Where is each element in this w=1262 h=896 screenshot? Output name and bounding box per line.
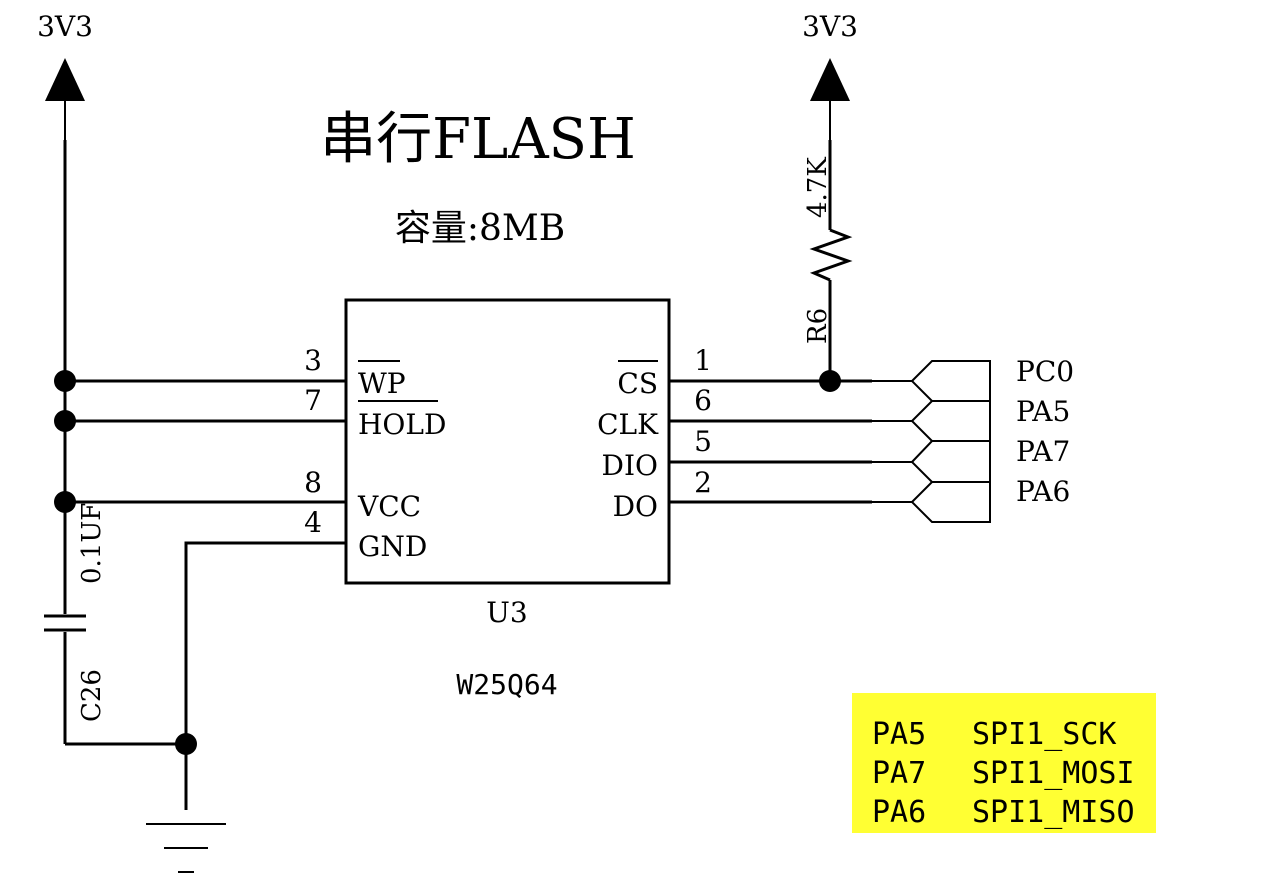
right-power-arrow [810, 58, 850, 101]
port-shape [910, 360, 991, 402]
pin-name: GND [358, 530, 427, 563]
left-power-arrow [45, 58, 85, 101]
spi-pin-note: PA5 SPI1_SCK PA7 SPI1_MOSI PA6 SPI1_MISO [852, 693, 1156, 833]
note-func: SPI1_MISO [972, 795, 1135, 830]
chip-body [344, 298, 671, 585]
chip-part: W25Q64 [456, 668, 557, 701]
capacitor-c26: 0.1UF C26 [44, 503, 186, 746]
pin-name: CLK [597, 408, 659, 441]
note-pin: PA7 [872, 756, 926, 791]
port-label: PC0 [1016, 355, 1074, 388]
pin-number: 7 [304, 384, 322, 417]
right-power-label: 3V3 [802, 10, 858, 43]
pin-name: CS [617, 367, 658, 400]
wire-gnd [184, 541, 346, 810]
right-power-symbol: 3V3 [802, 10, 858, 140]
pin-number: 5 [694, 425, 712, 458]
junction-dot [819, 370, 841, 392]
pin-name: DO [613, 490, 658, 523]
capacitor-value: 0.1UF [77, 503, 107, 584]
capacitor-ref: C26 [77, 669, 107, 722]
pin-number: 4 [304, 506, 322, 539]
ground-symbol [146, 823, 226, 873]
pin-name: VCC [357, 490, 421, 523]
note-pin: PA5 [872, 717, 926, 752]
pin-name: DIO [602, 449, 658, 482]
junction-dot [175, 733, 197, 755]
schematic-title: 串行FLASH [320, 107, 636, 172]
port-label: PA6 [1016, 475, 1070, 508]
left-power-label: 3V3 [37, 10, 93, 43]
pin-number: 6 [694, 384, 712, 417]
pin-number: 8 [304, 466, 322, 499]
pin-name: WP [358, 367, 406, 400]
note-func: SPI1_SCK [972, 717, 1117, 752]
port-shape [910, 481, 991, 523]
pin-number: 1 [694, 344, 712, 377]
pin-number: 2 [694, 466, 712, 499]
port-label: PA5 [1016, 395, 1070, 428]
left-power-symbol: 3V3 [37, 10, 93, 140]
junction-dot [54, 491, 76, 513]
note-pin: PA6 [872, 795, 926, 830]
resistor-r6: 4.7K R6 [803, 140, 853, 381]
port-shape [910, 440, 991, 483]
resistor-ref: R6 [803, 308, 833, 344]
junction-dot [54, 370, 76, 392]
capacity-label: 容量:8MB [395, 208, 565, 249]
note-func: SPI1_MOSI [972, 756, 1135, 791]
note-background [852, 693, 1156, 833]
resistor-value: 4.7K [803, 157, 833, 218]
port-shape [910, 400, 991, 442]
chip-ref: U3 [486, 596, 527, 629]
junction-dot [54, 410, 76, 432]
pin-name: HOLD [358, 408, 446, 441]
port-label: PA7 [1016, 435, 1070, 468]
pin-number: 3 [304, 344, 322, 377]
